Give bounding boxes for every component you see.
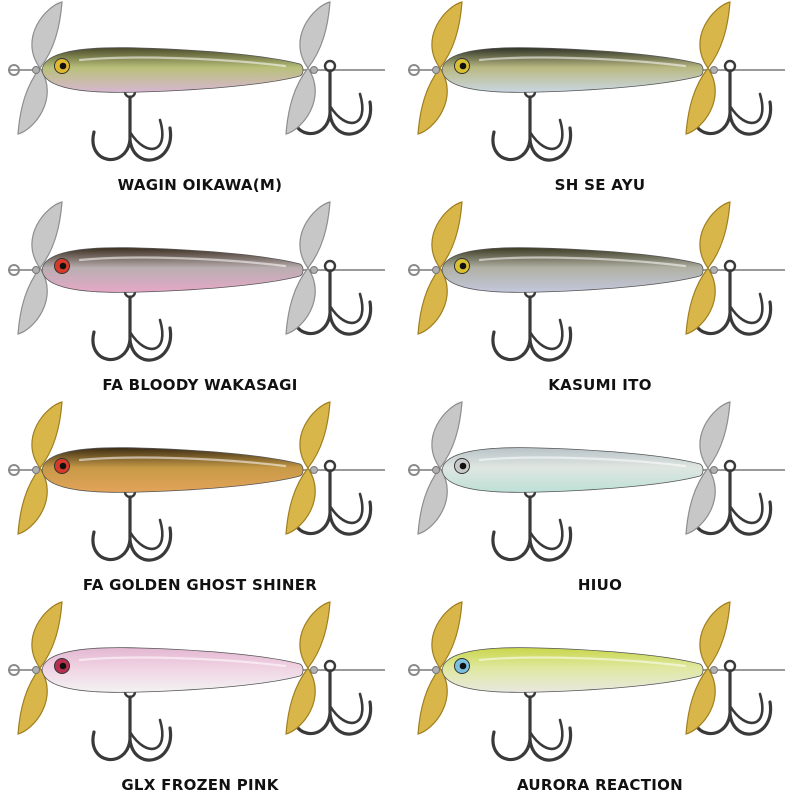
lure-card: AURORA REACTION xyxy=(400,600,800,800)
lure-card: FA BLOODY WAKASAGI xyxy=(0,200,400,400)
pupil xyxy=(459,62,467,70)
lure-body xyxy=(41,247,304,293)
pupil xyxy=(59,462,67,470)
lure-name: SH SE AYU xyxy=(554,176,646,194)
body-highlight xyxy=(478,56,687,68)
pupil xyxy=(459,462,467,470)
tail-treble-hook xyxy=(291,259,373,336)
line-tie-ring xyxy=(408,464,420,476)
lure-image xyxy=(8,201,385,362)
belly-treble-hook xyxy=(491,85,573,162)
belly-treble-hook xyxy=(91,85,173,162)
body-highlight xyxy=(78,56,287,68)
lure-name: KASUMI ITO xyxy=(548,376,652,394)
body-highlight xyxy=(478,456,687,468)
front-propeller-blade xyxy=(17,601,63,735)
front-bead xyxy=(432,266,440,274)
body-highlight xyxy=(78,456,287,468)
rear-bead xyxy=(710,66,718,74)
line-tie-ring xyxy=(408,64,420,76)
lure-name: FA GOLDEN GHOST SHINER xyxy=(82,576,318,594)
rear-propeller-blade xyxy=(285,201,331,335)
rear-propeller-blade xyxy=(685,201,731,335)
line-tie-ring xyxy=(8,64,20,76)
belly-treble-hook xyxy=(91,485,173,562)
front-propeller-blade xyxy=(417,601,463,735)
body-highlight xyxy=(478,656,687,668)
front-propeller-blade xyxy=(417,1,463,135)
rear-bead xyxy=(310,66,318,74)
lure-body xyxy=(441,247,704,293)
lure-name: WAGIN OIKAWA(M) xyxy=(117,176,283,194)
front-propeller-blade xyxy=(17,1,63,135)
belly-treble-hook xyxy=(91,685,173,762)
lure-body xyxy=(41,647,304,693)
lure-name: HIUO xyxy=(577,576,623,594)
front-bead xyxy=(432,666,440,674)
lure-body xyxy=(441,647,704,693)
belly-treble-hook xyxy=(491,485,573,562)
rear-bead xyxy=(710,266,718,274)
front-bead xyxy=(32,66,40,74)
pupil xyxy=(59,262,67,270)
lure-body xyxy=(441,47,704,93)
lure-image xyxy=(8,1,385,162)
rear-bead xyxy=(310,666,318,674)
lure-card: HIUO xyxy=(400,400,800,600)
lure-card: SH SE AYU xyxy=(400,0,800,200)
pupil xyxy=(59,62,67,70)
rear-propeller-blade xyxy=(285,401,331,535)
lure-image xyxy=(8,601,385,762)
rear-propeller-blade xyxy=(285,1,331,135)
lure-body xyxy=(41,447,304,493)
line-tie-ring xyxy=(8,464,20,476)
pupil xyxy=(459,262,467,270)
line-tie-ring xyxy=(408,264,420,276)
front-propeller-blade xyxy=(17,201,63,335)
rear-bead xyxy=(710,466,718,474)
front-bead xyxy=(32,666,40,674)
line-tie-ring xyxy=(8,264,20,276)
lure-image xyxy=(408,1,785,162)
lure-card: KASUMI ITO xyxy=(400,200,800,400)
pupil xyxy=(59,662,67,670)
front-bead xyxy=(432,66,440,74)
tail-treble-hook xyxy=(691,59,773,136)
body-highlight xyxy=(78,256,287,268)
lure-image xyxy=(8,401,385,562)
front-bead xyxy=(32,466,40,474)
belly-treble-hook xyxy=(491,685,573,762)
rear-propeller-blade xyxy=(685,1,731,135)
rear-propeller-blade xyxy=(685,601,731,735)
body-highlight xyxy=(478,256,687,268)
rear-bead xyxy=(310,466,318,474)
lure-image xyxy=(408,601,785,762)
lure-name: FA BLOODY WAKASAGI xyxy=(102,376,298,394)
rear-propeller-blade xyxy=(685,401,731,535)
lure-name: AURORA REACTION xyxy=(516,776,684,794)
front-propeller-blade xyxy=(417,401,463,535)
lure-card: FA GOLDEN GHOST SHINER xyxy=(0,400,400,600)
lure-body xyxy=(441,447,704,493)
lure-card: WAGIN OIKAWA(M) xyxy=(0,0,400,200)
front-propeller-blade xyxy=(417,201,463,335)
front-bead xyxy=(432,466,440,474)
front-bead xyxy=(32,266,40,274)
pupil xyxy=(459,662,467,670)
line-tie-ring xyxy=(408,664,420,676)
lure-image xyxy=(408,201,785,362)
rear-bead xyxy=(310,266,318,274)
belly-treble-hook xyxy=(91,285,173,362)
belly-treble-hook xyxy=(491,285,573,362)
lure-body xyxy=(41,47,304,93)
body-highlight xyxy=(78,656,287,668)
lure-name: GLX FROZEN PINK xyxy=(121,776,279,794)
lure-card: GLX FROZEN PINK xyxy=(0,600,400,800)
rear-propeller-blade xyxy=(285,601,331,735)
line-tie-ring xyxy=(8,664,20,676)
lure-image xyxy=(408,401,785,562)
rear-bead xyxy=(710,666,718,674)
front-propeller-blade xyxy=(17,401,63,535)
